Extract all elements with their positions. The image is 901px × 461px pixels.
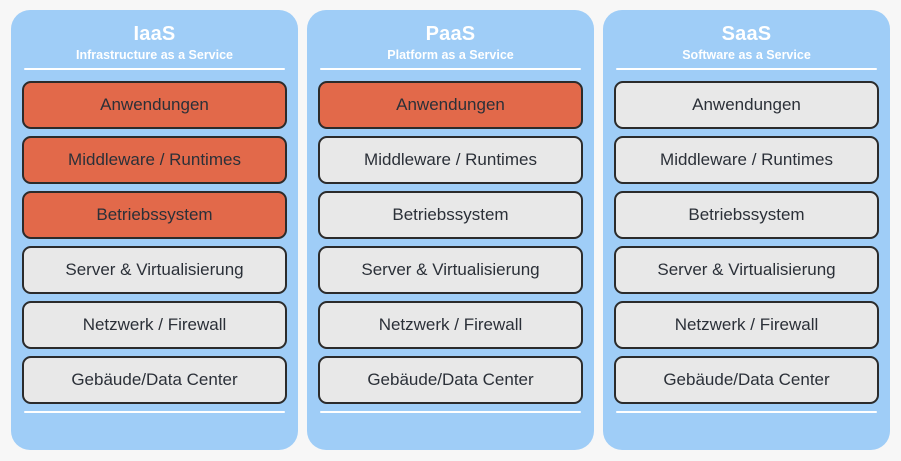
layer-box[interactable]: Anwendungen bbox=[22, 81, 287, 129]
panel-title-saas: SaaS bbox=[721, 23, 772, 45]
layer-box[interactable]: Middleware / Runtimes bbox=[614, 136, 879, 184]
footer-divider-iaas bbox=[24, 411, 285, 413]
layer-stack-saas: Anwendungen Middleware / Runtimes Betrie… bbox=[614, 81, 879, 404]
layer-box[interactable]: Middleware / Runtimes bbox=[318, 136, 583, 184]
panel-saas: SaaS Software as a Service Anwendungen M… bbox=[603, 10, 890, 450]
panel-paas: PaaS Platform as a Service Anwendungen M… bbox=[307, 10, 594, 450]
layer-box[interactable]: Netzwerk / Firewall bbox=[22, 301, 287, 349]
footer-divider-paas bbox=[320, 411, 581, 413]
panel-iaas: IaaS Infrastructure as a Service Anwendu… bbox=[11, 10, 298, 450]
panel-bottom-spacer bbox=[614, 413, 879, 450]
layer-box[interactable]: Gebäude/Data Center bbox=[318, 356, 583, 404]
layer-box[interactable]: Netzwerk / Firewall bbox=[614, 301, 879, 349]
panel-bottom-spacer bbox=[22, 413, 287, 450]
header-divider-paas bbox=[320, 68, 581, 70]
layer-box[interactable]: Betriebssystem bbox=[318, 191, 583, 239]
layer-box[interactable]: Server & Virtualisierung bbox=[318, 246, 583, 294]
layer-box[interactable]: Server & Virtualisierung bbox=[22, 246, 287, 294]
layer-stack-iaas: Anwendungen Middleware / Runtimes Betrie… bbox=[22, 81, 287, 404]
panel-title-paas: PaaS bbox=[425, 23, 476, 45]
layer-box[interactable]: Anwendungen bbox=[614, 81, 879, 129]
layer-box[interactable]: Middleware / Runtimes bbox=[22, 136, 287, 184]
header-divider-saas bbox=[616, 68, 877, 70]
layer-box[interactable]: Gebäude/Data Center bbox=[22, 356, 287, 404]
panel-header-saas: SaaS Software as a Service bbox=[614, 10, 879, 63]
layer-box[interactable]: Anwendungen bbox=[318, 81, 583, 129]
layer-stack-paas: Anwendungen Middleware / Runtimes Betrie… bbox=[318, 81, 583, 404]
panel-subtitle-iaas: Infrastructure as a Service bbox=[75, 48, 234, 62]
panel-header-paas: PaaS Platform as a Service bbox=[318, 10, 583, 63]
layer-box[interactable]: Gebäude/Data Center bbox=[614, 356, 879, 404]
footer-divider-saas bbox=[616, 411, 877, 413]
header-divider-iaas bbox=[24, 68, 285, 70]
panel-subtitle-paas: Platform as a Service bbox=[387, 48, 514, 62]
panel-bottom-spacer bbox=[318, 413, 583, 450]
layer-box[interactable]: Betriebssystem bbox=[614, 191, 879, 239]
panel-subtitle-saas: Software as a Service bbox=[682, 48, 811, 62]
panel-title-iaas: IaaS bbox=[133, 23, 176, 45]
layer-box[interactable]: Server & Virtualisierung bbox=[614, 246, 879, 294]
layer-box[interactable]: Betriebssystem bbox=[22, 191, 287, 239]
panel-header-iaas: IaaS Infrastructure as a Service bbox=[22, 10, 287, 63]
layer-box[interactable]: Netzwerk / Firewall bbox=[318, 301, 583, 349]
